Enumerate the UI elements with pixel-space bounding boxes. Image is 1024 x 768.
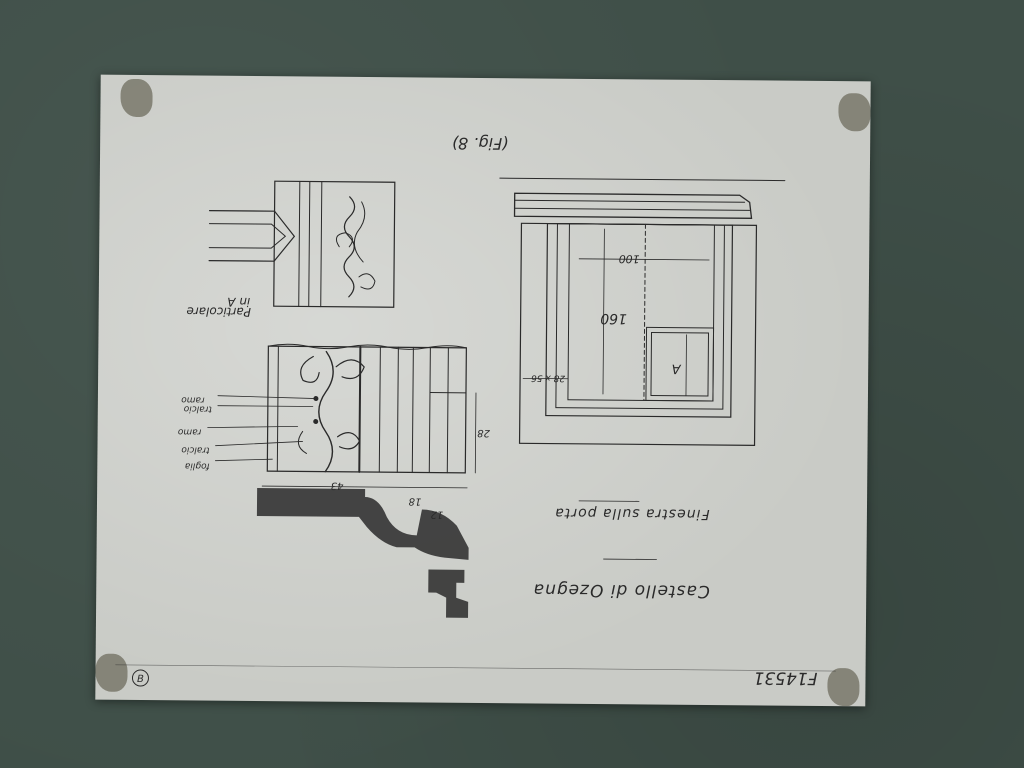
annotation-4: tralcio <box>181 444 210 454</box>
dimension-side: 28 x 56 <box>531 372 565 382</box>
window-elevation: 160 100 A 28 x 56 <box>499 177 786 446</box>
detail-label: Particolare <box>186 304 251 319</box>
drawing-subtitle: Finestra sulla porta <box>554 505 709 522</box>
inventory-number: F14531 <box>753 667 817 688</box>
dimension-height: 160 <box>600 310 627 326</box>
profile-section: 43 18 12 <box>256 480 469 618</box>
dimension-d1: 43 <box>331 480 344 491</box>
detail-label-location: in A <box>227 295 250 309</box>
annotation-2: tralcio <box>183 403 212 413</box>
dimension-d2: 18 <box>409 495 422 506</box>
drawing-title: Castello di Ozegna <box>533 579 710 601</box>
figure-reference: (Fig. 8) <box>452 134 509 153</box>
ornament-elevation: ramo tralcio ramo tralcio foglia 28 <box>177 343 490 474</box>
annotation-3: ramo <box>177 426 201 436</box>
architectural-drawing: (Fig. 8) in A Particolare <box>115 134 836 688</box>
dimension-letter: A <box>672 361 682 376</box>
stamp-letter: B <box>137 674 144 685</box>
detail-drawing-a: in A Particolare <box>186 180 396 319</box>
annotation-5: foglia <box>185 460 210 470</box>
drawing-sheet: (Fig. 8) in A Particolare <box>95 74 871 707</box>
annotation-1: ramo <box>181 394 205 404</box>
dimension-width: 100 <box>619 252 640 265</box>
dimension-d4: 28 <box>477 427 490 438</box>
